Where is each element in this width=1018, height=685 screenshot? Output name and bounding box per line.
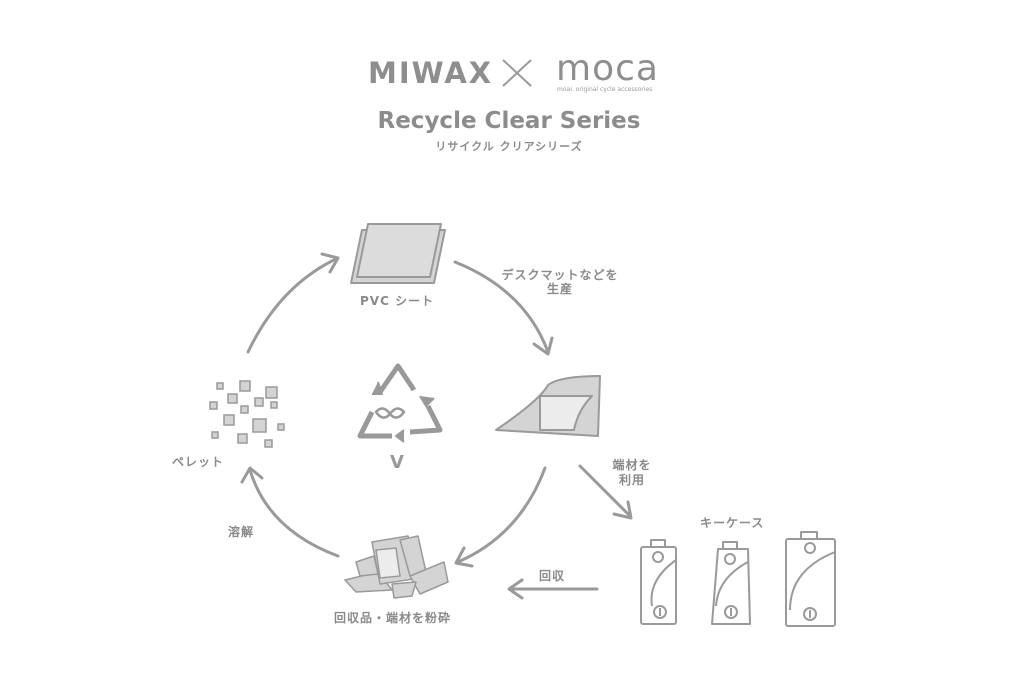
- arrow-product-to-crushed: [456, 466, 547, 564]
- recycle-symbol-icon: [357, 363, 443, 443]
- arrow-offcut-to-keycase: [578, 464, 632, 518]
- pvc-sheet-icon: [350, 223, 446, 284]
- arrow-pellet-to-sheet: [246, 256, 340, 354]
- pellet-icon: [209, 380, 285, 448]
- label-produce-line1: デスクマットなどを: [501, 268, 619, 282]
- label-offcut-line1: 端材を: [612, 458, 652, 472]
- crushed-pieces-icon: [344, 535, 449, 599]
- label-pellet: ペレット: [172, 455, 225, 469]
- product-shape-icon: [495, 375, 601, 437]
- label-collect: 回収: [539, 569, 566, 583]
- miwax-logo: MIWAX: [368, 56, 494, 90]
- key-case-1-icon: [640, 539, 677, 625]
- label-pvc-sheet: PVC シート: [360, 294, 435, 308]
- series-subtitle: リサイクル クリアシリーズ: [435, 140, 583, 153]
- key-case-2-icon: [711, 541, 751, 625]
- recycle-mark-letter: V: [390, 452, 404, 473]
- collab-cross-icon: [502, 59, 532, 87]
- key-case-icons: [640, 531, 836, 627]
- label-key-case: キーケース: [700, 516, 765, 530]
- key-case-3-icon: [785, 531, 836, 627]
- moca-logo: moca: [556, 48, 659, 89]
- moca-tagline: moai. original cycle accessories: [557, 86, 653, 93]
- label-melt: 溶解: [228, 525, 255, 539]
- label-produce-line2: 生産: [546, 282, 573, 296]
- arrow-sheet-to-product: [453, 260, 550, 354]
- label-crush: 回収品・端材を粉砕: [334, 611, 452, 625]
- label-offcut-line2: 利用: [618, 473, 645, 487]
- series-title: Recycle Clear Series: [377, 108, 641, 134]
- arrow-crushed-to-pellet: [248, 468, 340, 558]
